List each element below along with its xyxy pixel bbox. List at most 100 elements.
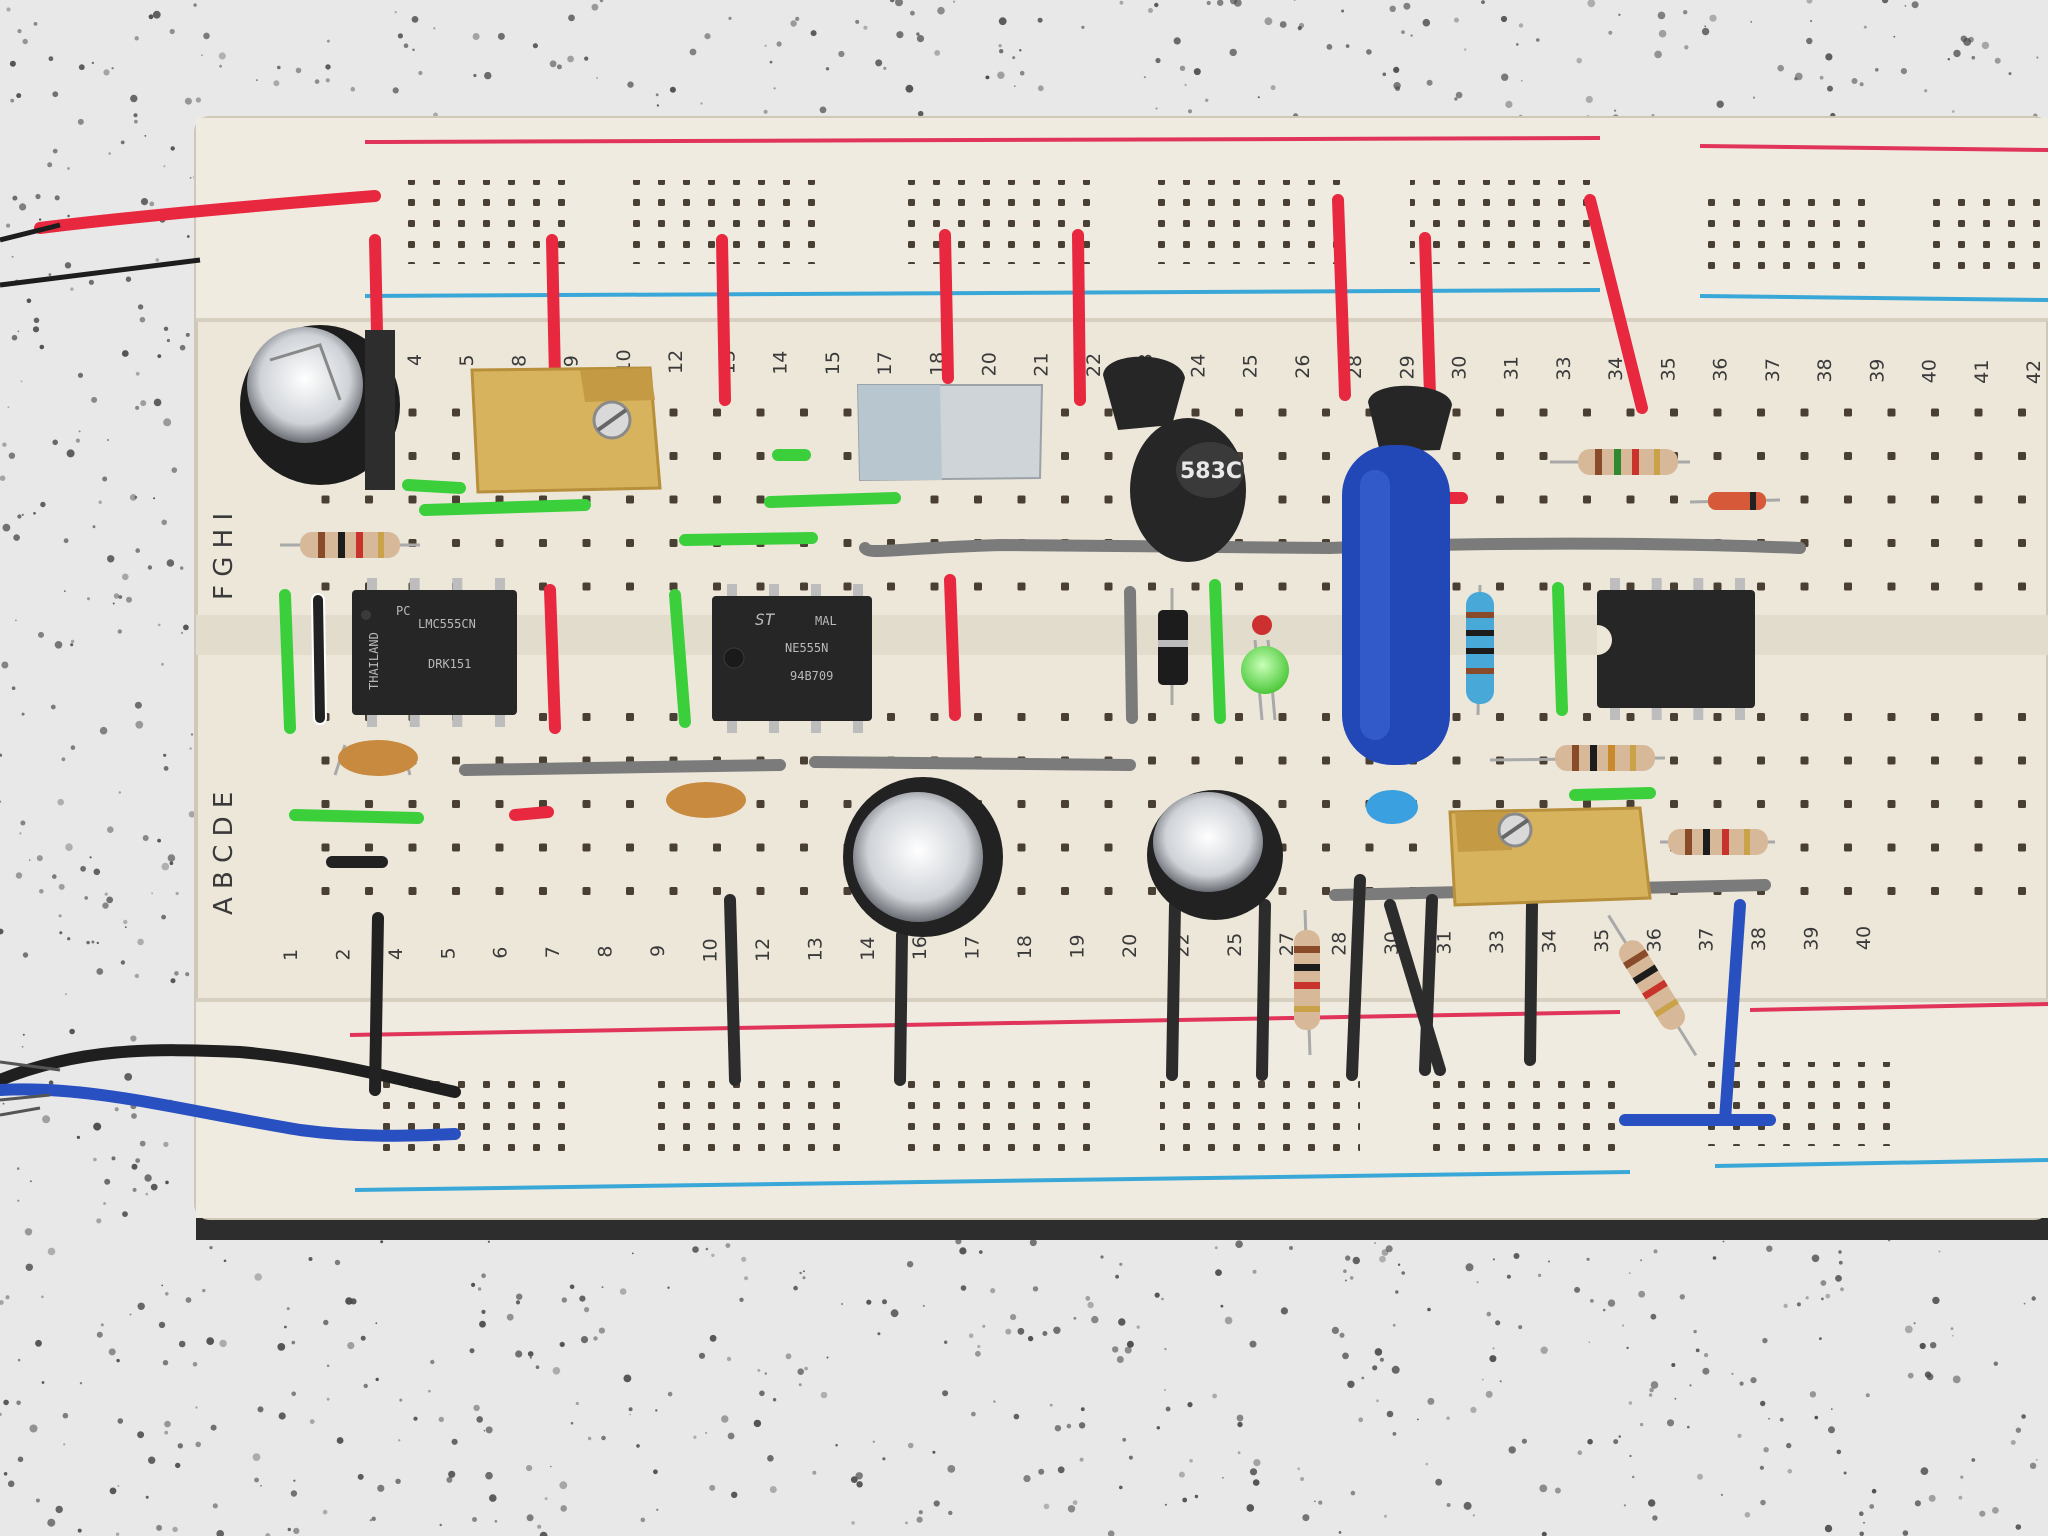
- speckle: [1107, 1530, 1115, 1536]
- speckle: [1300, 1477, 1305, 1481]
- column-number: 7: [542, 946, 564, 958]
- speckle: [1863, 25, 1867, 29]
- speckle: [326, 1397, 330, 1401]
- top-rail-holes: [1700, 186, 1880, 270]
- speckle: [377, 1484, 385, 1492]
- speckle: [186, 235, 190, 238]
- speckle: [1352, 1256, 1361, 1265]
- speckle: [32, 326, 40, 333]
- column-number: 25: [1240, 354, 1262, 378]
- speckle: [1252, 1479, 1260, 1486]
- top-rail-holes: [1410, 180, 1590, 264]
- speckle: [170, 978, 176, 984]
- column-number: 34: [1605, 357, 1627, 381]
- speckle: [711, 1253, 715, 1258]
- speckle: [1786, 1442, 1792, 1449]
- column-number: 12: [665, 350, 687, 374]
- speckle: [48, 273, 52, 276]
- speckle: [1013, 85, 1016, 87]
- speckle: [308, 1257, 313, 1261]
- speckle: [0, 753, 3, 757]
- speckle: [1875, 68, 1879, 72]
- speckle: [40, 501, 46, 508]
- speckle: [33, 317, 40, 324]
- speckle: [63, 538, 69, 544]
- speckle: [164, 1420, 171, 1428]
- speckle: [257, 1406, 264, 1413]
- speckle: [350, 86, 356, 92]
- speckle: [63, 590, 66, 592]
- column-number: 5: [456, 354, 478, 366]
- speckle: [1859, 82, 1864, 87]
- speckle: [497, 32, 505, 40]
- speckle: [180, 631, 184, 635]
- chip-pin: [409, 578, 420, 592]
- speckle: [189, 747, 192, 750]
- speckle: [863, 25, 868, 30]
- speckle: [855, 19, 860, 24]
- speckle: [1938, 1250, 1941, 1253]
- speckle: [1648, 1393, 1653, 1397]
- speckle: [1425, 1462, 1429, 1466]
- speckle: [1919, 1342, 1926, 1350]
- speckle: [254, 1273, 262, 1281]
- speckle: [41, 1381, 45, 1384]
- bottom-red-rail-line: [349, 1010, 1621, 1037]
- column-number: 10: [700, 938, 722, 962]
- speckle: [1649, 1387, 1654, 1393]
- speckle: [161, 914, 167, 920]
- speckle: [1622, 1324, 1625, 1327]
- speckle: [103, 1202, 106, 1205]
- column-number: 30: [1449, 356, 1471, 380]
- speckle: [1825, 53, 1833, 61]
- speckle: [1119, 1485, 1123, 1490]
- red-jumper: [944, 574, 961, 721]
- speckle: [481, 1273, 486, 1278]
- speckle: [1206, 0, 1211, 6]
- speckle: [700, 102, 703, 105]
- speckle: [120, 960, 126, 965]
- column-number: 37: [1762, 358, 1784, 382]
- speckle: [1100, 1255, 1104, 1259]
- speckle: [93, 1157, 97, 1162]
- speckle: [1539, 1484, 1548, 1493]
- speckle: [575, 1401, 579, 1406]
- speckle: [192, 1361, 198, 1367]
- speckle: [1426, 79, 1433, 86]
- top-blue-rail-line: [364, 288, 1601, 298]
- column-number: 20: [1119, 934, 1141, 958]
- speckle: [38, 218, 42, 221]
- speckle: [793, 1285, 798, 1291]
- red-supply-wire: [34, 190, 381, 234]
- speckle: [1126, 1340, 1134, 1348]
- speckle: [1078, 1422, 1086, 1429]
- speckle: [1819, 75, 1824, 80]
- speckle: [122, 573, 129, 581]
- speckle: [1704, 25, 1707, 28]
- speckle: [535, 1365, 540, 1369]
- speckle: [769, 1486, 777, 1493]
- speckle: [11, 686, 16, 690]
- speckle: [107, 826, 114, 833]
- speckle: [5, 1295, 10, 1300]
- speckle: [88, 279, 94, 285]
- speckle: [77, 372, 84, 378]
- speckle: [1687, 1425, 1690, 1429]
- speckle: [1010, 1314, 1017, 1321]
- speckle: [1900, 68, 1907, 75]
- top-blue-rail-line: [1699, 294, 2048, 302]
- speckle: [1128, 1455, 1133, 1460]
- speckle: [1913, 1322, 1916, 1325]
- speckle: [1091, 1315, 1099, 1324]
- speckle: [439, 1523, 442, 1527]
- speckle: [1859, 1531, 1864, 1536]
- speckle: [1602, 1308, 1606, 1312]
- speckle: [601, 1435, 606, 1441]
- speckle: [1435, 1478, 1443, 1486]
- bottom-rail-holes: [1160, 1068, 1360, 1152]
- speckle: [162, 1360, 169, 1366]
- blue-jumper: [1619, 899, 1776, 1126]
- speckle: [1042, 1331, 1048, 1336]
- chip-pin: [1610, 578, 1620, 592]
- speckle: [1257, 96, 1260, 99]
